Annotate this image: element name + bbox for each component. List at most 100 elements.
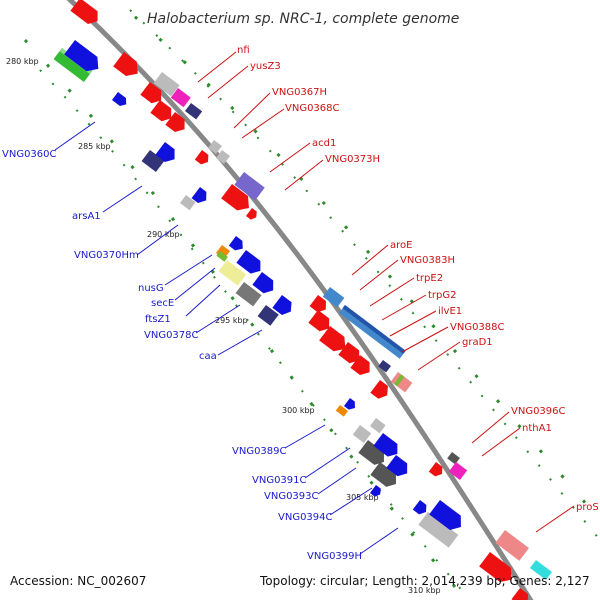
- gene-label-VNG0367H[interactable]: VNG0367H: [272, 87, 327, 98]
- gene-label-VNG0396C[interactable]: VNG0396C: [511, 406, 566, 417]
- gene-feature[interactable]: [373, 433, 402, 460]
- gene-feature[interactable]: [358, 440, 388, 468]
- gene-feature[interactable]: [511, 588, 532, 600]
- gene-label-graD1[interactable]: graD1: [462, 337, 493, 348]
- genome-backbone: [66, 0, 534, 600]
- leader-lines-right: [197, 51, 575, 533]
- gene-feature[interactable]: [228, 236, 247, 253]
- gene-feature[interactable]: [155, 142, 179, 166]
- gene-label-VNG0388C[interactable]: VNG0388C: [450, 322, 505, 333]
- gene-label-ftsZ1[interactable]: ftsZ1: [145, 314, 171, 325]
- gene-feature[interactable]: [153, 72, 180, 97]
- gene-label-VNG0368C[interactable]: VNG0368C: [285, 103, 340, 114]
- gene-label-secE[interactable]: secE: [151, 298, 174, 309]
- gene-label-VNG0394C[interactable]: VNG0394C: [278, 512, 333, 523]
- gene-label-aroE[interactable]: aroE: [390, 240, 412, 251]
- gene-feature[interactable]: [308, 310, 334, 335]
- gene-label-VNG0399H[interactable]: VNG0399H: [307, 551, 362, 562]
- gene-label-caa[interactable]: caa: [199, 351, 217, 362]
- gene-feature[interactable]: [64, 40, 104, 76]
- gene-label-VNG0360C[interactable]: VNG0360C: [2, 149, 57, 160]
- gene-feature[interactable]: [350, 355, 374, 379]
- gene-label-VNG0383H[interactable]: VNG0383H: [400, 255, 455, 266]
- gene-feature[interactable]: [412, 500, 430, 517]
- gene-feature[interactable]: [319, 326, 351, 356]
- gene-feature[interactable]: [390, 372, 413, 393]
- gene-feature[interactable]: [235, 282, 262, 307]
- gene-feature[interactable]: [215, 245, 232, 262]
- scale-label: 280 kbp: [6, 57, 39, 66]
- gene-feature[interactable]: [343, 398, 358, 412]
- gene-feature[interactable]: [370, 462, 400, 490]
- gene-feature[interactable]: [352, 425, 372, 444]
- scale-label: 305 kbp: [346, 493, 379, 502]
- gene-feature[interactable]: [191, 187, 211, 206]
- gene-label-proS[interactable]: proS: [576, 502, 599, 513]
- scale-label: 290 kbp: [147, 230, 180, 239]
- gene-feature[interactable]: [495, 530, 529, 561]
- gene-label-trpE2[interactable]: trpE2: [416, 273, 443, 284]
- gene-feature[interactable]: [338, 342, 364, 367]
- gene-label-acd1[interactable]: acd1: [312, 138, 336, 149]
- gene-feature[interactable]: [70, 0, 102, 28]
- gene-feature[interactable]: [221, 184, 254, 215]
- gene-feature[interactable]: [194, 150, 212, 167]
- gene-label-arsA1[interactable]: arsA1: [72, 211, 101, 222]
- gene-feature[interactable]: [141, 150, 165, 173]
- gene-feature[interactable]: [234, 172, 265, 201]
- gene-feature[interactable]: [236, 250, 265, 277]
- gene-feature[interactable]: [113, 52, 143, 81]
- gene-label-nthA1[interactable]: nthA1: [522, 423, 552, 434]
- topology-label: Topology: circular; Length: 2,014,239 bp…: [260, 574, 590, 588]
- gene-feature[interactable]: [150, 100, 176, 125]
- gene-label-VNG0393C[interactable]: VNG0393C: [264, 491, 319, 502]
- gene-feature[interactable]: [272, 295, 295, 318]
- gene-label-nfi[interactable]: nfi: [237, 45, 250, 56]
- gene-feature[interactable]: [378, 360, 391, 373]
- gene-label-yusZ3[interactable]: yusZ3: [250, 61, 281, 72]
- gene-feature[interactable]: [418, 512, 459, 548]
- gene-label-trpG2[interactable]: trpG2: [428, 290, 457, 301]
- gene-feature[interactable]: [322, 287, 345, 308]
- gene-feature[interactable]: [309, 295, 330, 315]
- gene-feature[interactable]: [245, 208, 259, 221]
- scale-labels: 280 kbp 285 kbp 290 kbp 295 kbp 300 kbp …: [6, 57, 441, 595]
- genome-title: Halobacterium sp. NRC-1, complete genome: [147, 11, 459, 27]
- gene-label-VNG0373H[interactable]: VNG0373H: [325, 154, 380, 165]
- gene-feature[interactable]: [111, 92, 129, 108]
- gene-feature[interactable]: [529, 560, 552, 581]
- gene-feature[interactable]: [369, 418, 386, 434]
- gene-feature[interactable]: [215, 150, 230, 165]
- gene-label-VNG0370Hm[interactable]: VNG0370Hm: [74, 250, 139, 261]
- gene-feature[interactable]: [165, 112, 189, 136]
- gene-feature[interactable]: [257, 305, 279, 326]
- gene-label-VNG0378C[interactable]: VNG0378C: [144, 330, 199, 341]
- gene-feature[interactable]: [252, 272, 278, 297]
- gene-labels-right: nfi yusZ3 VNG0367H VNG0368C acd1 VNG0373…: [237, 45, 599, 513]
- minor-tick-tracks: [39, 9, 600, 600]
- gene-feature[interactable]: [170, 88, 191, 108]
- leader-lines-left: [54, 121, 399, 555]
- gene-feature[interactable]: [184, 103, 203, 120]
- gene-feature[interactable]: [335, 405, 348, 417]
- gene-features-right: [113, 52, 552, 600]
- gene-label-VNG0391C[interactable]: VNG0391C: [252, 475, 307, 486]
- gene-feature[interactable]: [386, 455, 412, 480]
- gene-feature[interactable]: [448, 462, 468, 481]
- gene-feature[interactable]: [218, 260, 247, 286]
- gene-feature[interactable]: [179, 195, 196, 211]
- gene-label-nusG[interactable]: nusG: [138, 283, 164, 294]
- gene-feature[interactable]: [369, 485, 383, 498]
- gene-feature[interactable]: [207, 140, 222, 155]
- gene-feature[interactable]: [338, 305, 406, 359]
- gene-feature[interactable]: [479, 552, 517, 587]
- gene-label-VNG0389C[interactable]: VNG0389C: [232, 446, 287, 457]
- gene-feature[interactable]: [429, 500, 466, 534]
- gene-feature[interactable]: [370, 380, 392, 402]
- gene-label-ilvE1[interactable]: ilvE1: [438, 306, 462, 317]
- gene-feature[interactable]: [140, 82, 166, 107]
- gene-feature[interactable]: [447, 452, 460, 465]
- gene-feature[interactable]: [428, 462, 446, 479]
